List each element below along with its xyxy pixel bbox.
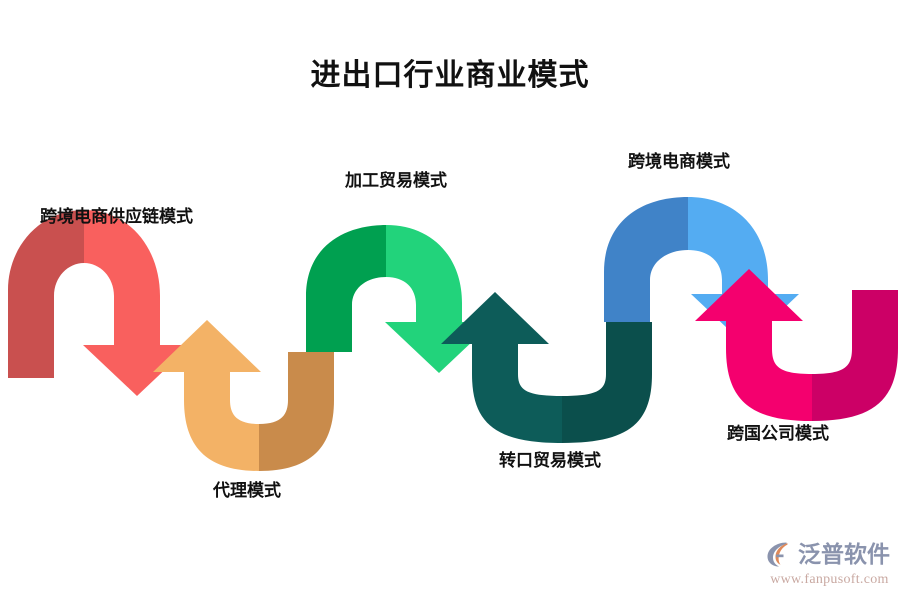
stage-label-agency-model: 代理模式 [213, 481, 281, 500]
valley-teal-arrowhead [441, 292, 549, 344]
arch-green-light-half [386, 225, 462, 330]
valley-pink-arrowhead [695, 269, 803, 321]
stage-shape-processing-trade [306, 225, 493, 373]
arch-red-dark-half [8, 210, 84, 378]
fanpu-logo-icon [767, 542, 788, 567]
stage-shape-multinational-company [695, 269, 898, 421]
stage-label-processing-trade: 加工贸易模式 [345, 171, 447, 190]
arch-red-light-half [84, 210, 160, 352]
stage-shape-entrepot-trade [441, 292, 652, 443]
stage-shape-cross-border-supply-chain [8, 210, 191, 396]
valley-orange-light-half [184, 366, 259, 471]
stage-shape-agency-model [153, 320, 334, 471]
valley-teal-light-half [472, 338, 562, 443]
stage-label-cross-border-ecommerce: 跨境电商模式 [628, 152, 730, 171]
valley-teal-dark-half [562, 322, 652, 443]
valley-pink-light-half [726, 315, 812, 421]
valley-orange-arrowhead [153, 320, 261, 372]
valley-pink-dark-half [812, 290, 898, 421]
stage-label-entrepot-trade: 转口贸易模式 [499, 451, 601, 470]
arch-green-dark-half [306, 225, 386, 352]
watermark-logo: 泛普软件 www.fanpusoft.com [762, 537, 897, 593]
page-title: 进出口行业商业模式 [310, 59, 590, 92]
watermark-url: www.fanpusoft.com [770, 572, 889, 587]
stage-label-cross-border-supply-chain: 跨境电商供应链模式 [40, 207, 193, 226]
arch-red-arrowhead [83, 345, 191, 396]
stage-label-multinational-company: 跨国公司模式 [727, 424, 829, 443]
watermark-brand-name: 泛普软件 [798, 540, 890, 567]
watermark-brand-row: 泛普软件 [762, 537, 897, 571]
arch-blue-dark-half [604, 197, 688, 322]
valley-orange-dark-half [259, 352, 334, 471]
